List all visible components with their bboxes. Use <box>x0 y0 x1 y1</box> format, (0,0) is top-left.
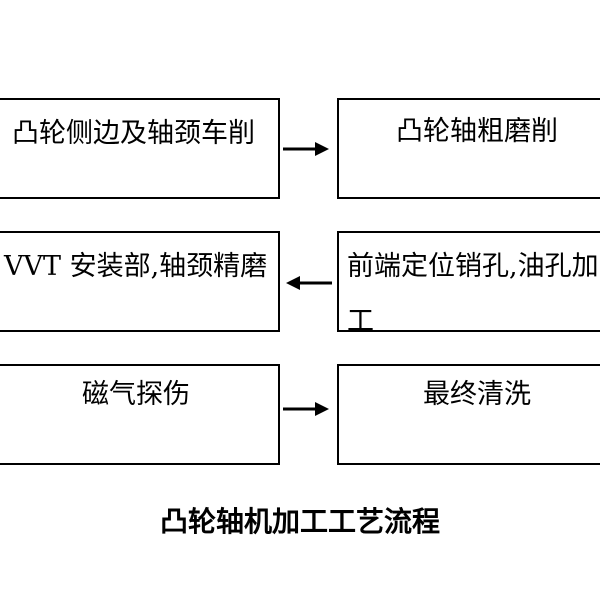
step-box-final-cleaning: 最终清洗 <box>337 364 600 465</box>
arrow-left-icon <box>286 276 332 290</box>
arrow-right-icon <box>283 402 329 416</box>
arrow-right-icon <box>283 142 329 156</box>
step-label-front-dowel-oil-hole-machining: 前端定位销孔,油孔加工 <box>347 251 599 332</box>
step-label-camshaft-rough-grinding: 凸轮轴粗磨削 <box>396 116 558 147</box>
step-box-cam-side-journal-turning: 凸轮侧边及轴颈车削 <box>0 98 280 199</box>
step-box-vvt-journal-fine-grinding: VVT 安装部,轴颈精磨 <box>0 231 280 332</box>
step-label-magnetic-inspection: 磁气探伤 <box>82 379 190 410</box>
step-label-vvt-journal-fine-grinding: VVT 安装部,轴颈精磨 <box>4 251 268 282</box>
step-box-front-dowel-oil-hole-machining: 前端定位销孔,油孔加工 <box>337 231 600 332</box>
step-label-cam-side-journal-turning: 凸轮侧边及轴颈车削 <box>12 118 255 149</box>
step-box-camshaft-rough-grinding: 凸轮轴粗磨削 <box>337 98 600 199</box>
step-label-final-cleaning: 最终清洗 <box>423 379 531 410</box>
step-box-magnetic-inspection: 磁气探伤 <box>0 364 280 465</box>
diagram-caption: 凸轮轴机加工工艺流程 <box>159 505 440 538</box>
